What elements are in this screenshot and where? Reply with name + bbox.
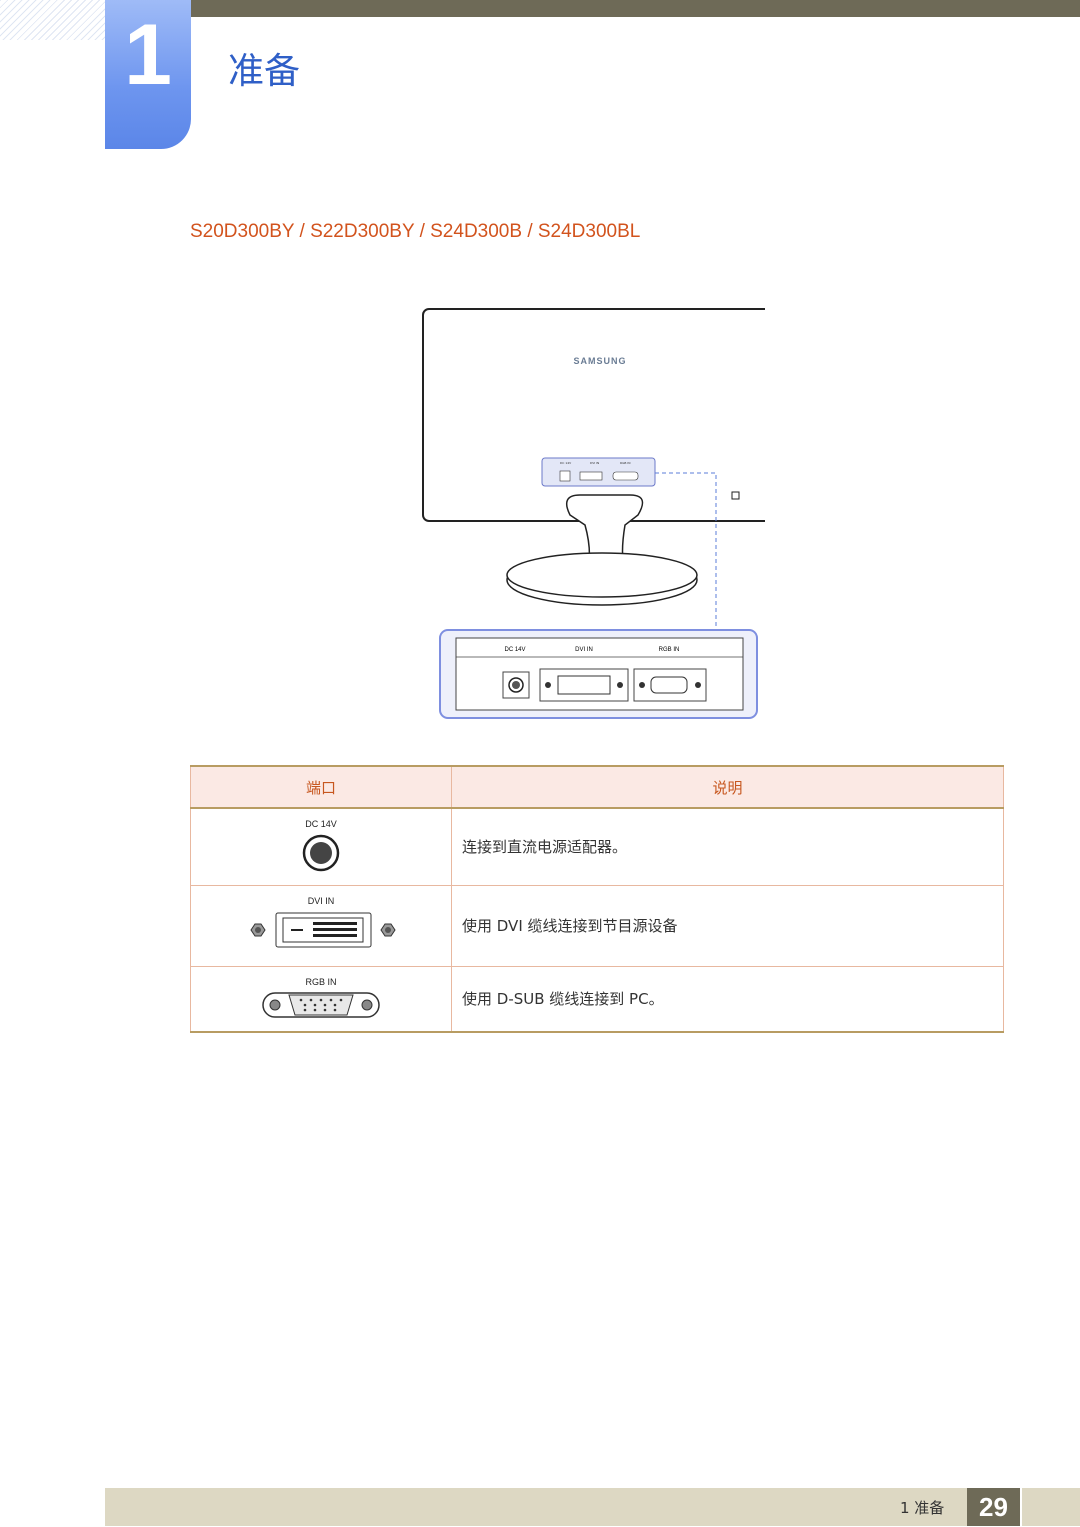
table-row: RGB IN 使用 D-SUB 缆线连接到 PC。 xyxy=(190,965,1004,1033)
footer-chapter-label: 1 准备 xyxy=(900,1499,945,1517)
row-description: 使用 D-SUB 缆线连接到 PC。 xyxy=(451,965,1004,1033)
svg-text:RGB IN: RGB IN xyxy=(620,461,631,465)
table-row: DC 14V 连接到直流电源适配器。 xyxy=(190,807,1004,886)
row-description: 连接到直流电源适配器。 xyxy=(451,807,1004,886)
footer-bar-end xyxy=(1022,1488,1080,1526)
section-title: S20D300BY / S22D300BY / S24D300B / S24D3… xyxy=(190,221,641,242)
header-description: 说明 xyxy=(451,765,1004,809)
row-description: 使用 DVI 缆线连接到节目源设备 xyxy=(451,884,1004,967)
panel-label-dvi: DVI IN xyxy=(575,647,593,653)
panel-label-rgb: RGB IN xyxy=(659,647,680,653)
ports-table: 端口 说明 DC 14V 连接到直流电源适配器。 DVI IN xyxy=(190,765,1004,1033)
kensington-slot xyxy=(731,491,740,500)
corner-hatch-decoration xyxy=(0,0,105,40)
svg-text:DVI IN: DVI IN xyxy=(590,461,599,465)
port-label: DC 14V xyxy=(305,819,337,829)
page-number: 29 xyxy=(967,1488,1020,1526)
footer-bar xyxy=(105,1488,967,1526)
dvi-port-icon xyxy=(250,912,396,947)
port-label: RGB IN xyxy=(305,976,337,987)
monitor-back-illustration: SAMSUNG DC 14V DVI IN RGB IN DC 14V DVI … xyxy=(422,308,765,719)
brand-logo: SAMSUNG xyxy=(573,356,626,366)
chapter-number-tab: 1 xyxy=(105,0,191,149)
table-row: DVI IN 使用 DVI 缆线连接到节目源设备 xyxy=(190,884,1004,967)
panel-label-dc: DC 14V xyxy=(504,647,525,653)
chapter-title: 准备 xyxy=(228,51,301,92)
top-bar xyxy=(190,0,1080,17)
svg-text:DC 14V: DC 14V xyxy=(560,461,572,465)
vga-port-icon xyxy=(262,991,380,1018)
port-label: DVI IN xyxy=(307,895,335,906)
dc-power-jack-icon xyxy=(302,834,340,872)
header-port: 端口 xyxy=(190,765,452,809)
